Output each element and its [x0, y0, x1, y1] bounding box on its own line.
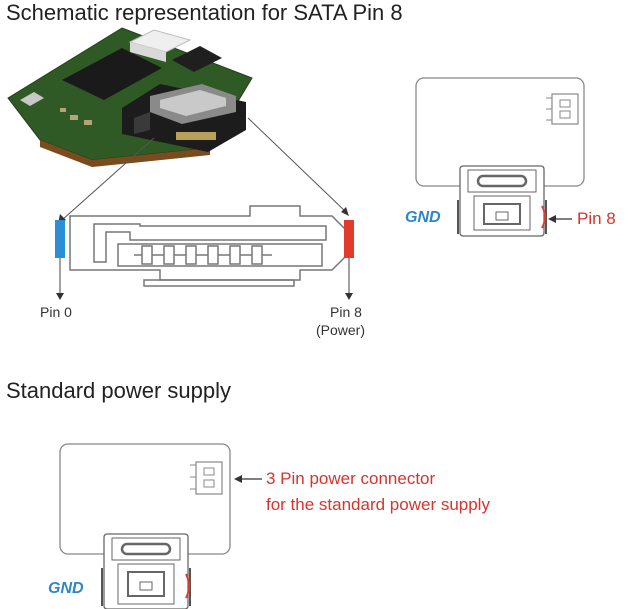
label-pin8-power: (Power) [316, 322, 366, 338]
label-gnd-bottom: GND [48, 580, 84, 597]
guide-line-pin0 [61, 137, 155, 221]
guide-line-pin8 [247, 117, 347, 213]
label-pin8: Pin 8 [330, 304, 362, 320]
label-connector-line2: for the standard power supply [266, 495, 490, 514]
heading-schematic: Schematic representation for SATA Pin 8 [6, 0, 403, 25]
pin0-marker [55, 220, 65, 258]
label-connector-line1: 3 Pin power connector [266, 469, 436, 488]
label-pin8-callout: Pin 8 [577, 209, 616, 228]
sata-schematic [69, 205, 347, 287]
heading-standard-power: Standard power supply [6, 378, 232, 403]
label-gnd-top: GND [405, 209, 441, 226]
sata-module-illustration [7, 27, 253, 167]
pin8-marker [344, 220, 354, 258]
module-outline-bottom [59, 443, 231, 609]
module-outline-top [415, 77, 585, 237]
label-pin0: Pin 0 [40, 304, 72, 320]
